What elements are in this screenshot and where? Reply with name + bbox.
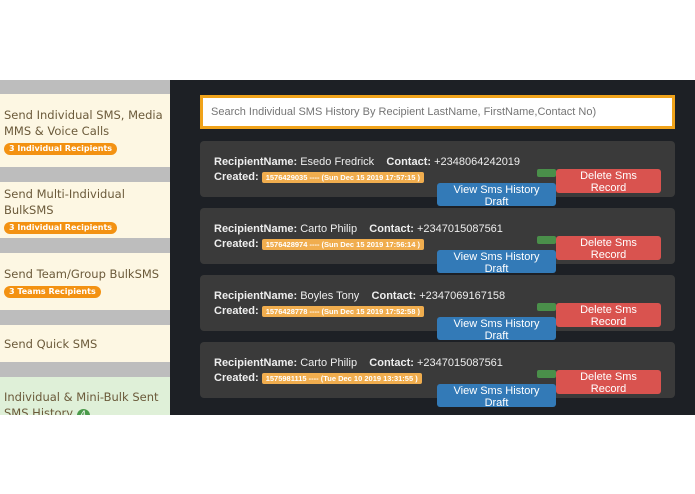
sidebar-item-label: Individual & Mini-Bulk Sent SMS History [4, 390, 159, 415]
recipient-line: RecipientName: Boyles Tony Contact: +234… [214, 290, 505, 302]
contact-label: Contact: [369, 223, 414, 235]
name-label: RecipientName: [214, 156, 298, 168]
created-line: Created: 1575981115 ---- (Tue Dec 10 201… [214, 372, 422, 384]
sidebar-item-label: Send Individual SMS, Media MMS & Voice C… [4, 107, 163, 138]
name-label: RecipientName: [214, 357, 298, 369]
sidebar-item-label: Send Team/Group BulkSMS [4, 266, 160, 281]
recipient-name: Boyles Tony [300, 290, 360, 302]
view-sms-history-draft-button[interactable]: View Sms History Draft [437, 384, 556, 409]
created-line: Created: 1576429035 ---- (Sun Dec 15 201… [214, 171, 424, 183]
contact-number: +2347015087561 [416, 223, 503, 235]
name-label: RecipientName: [214, 290, 298, 302]
sidebar-item-quick-sms[interactable]: Send Quick SMS [0, 325, 170, 362]
recipients-badge: 3 Teams Recipients [4, 285, 101, 298]
contact-label: Contact: [386, 156, 432, 168]
status-indicator [537, 303, 556, 311]
created-timestamp: 1576428974 ---- (Sun Dec 15 2019 17:56:1… [261, 238, 424, 250]
recipient-name: Carto Philip [300, 357, 358, 369]
status-indicator [537, 169, 556, 177]
created-line: Created: 1576428974 ---- (Sun Dec 15 201… [214, 238, 424, 250]
history-panel: RecipientName: Esedo Fredrick Contact: +… [170, 80, 695, 415]
created-timestamp: 1576429035 ---- (Sun Dec 15 2019 17:57:1… [261, 171, 424, 183]
status-indicator [537, 236, 556, 244]
sms-record-card: RecipientName: Boyles Tony Contact: +234… [200, 275, 675, 342]
sms-record-card: RecipientName: Carto Philip Contact: +23… [200, 208, 675, 275]
view-sms-history-draft-button[interactable]: View Sms History Draft [437, 250, 556, 275]
created-label: Created: [214, 238, 259, 250]
sms-record-card: RecipientName: Esedo Fredrick Contact: +… [200, 141, 675, 208]
recipients-badge: 3 Individual Recipients [4, 222, 118, 234]
recipient-name: Carto Philip [300, 223, 358, 235]
search-input[interactable] [200, 95, 675, 129]
recipient-line: RecipientName: Carto Philip Contact: +23… [214, 357, 503, 369]
view-sms-history-draft-button[interactable]: View Sms History Draft [437, 317, 556, 342]
recipients-badge: 3 Individual Recipients [4, 142, 118, 155]
sidebar-item-team-bulk[interactable]: Send Team/Group BulkSMS 3 Teams Recipient… [0, 253, 170, 310]
delete-sms-record-button[interactable]: Delete Sms Record [556, 370, 661, 395]
contact-label: Contact: [371, 290, 417, 302]
created-label: Created: [214, 372, 259, 384]
recipient-name: Esedo Fredrick [300, 156, 375, 168]
sidebar-item-sms-history[interactable]: Individual & Mini-Bulk Sent SMS History … [0, 377, 170, 415]
delete-sms-record-button[interactable]: Delete Sms Record [556, 169, 661, 194]
sidebar-item-label: Send Quick SMS [4, 336, 98, 351]
created-label: Created: [214, 171, 259, 183]
recipient-line: RecipientName: Carto Philip Contact: +23… [214, 223, 503, 235]
recipient-line: RecipientName: Esedo Fredrick Contact: +… [214, 156, 520, 168]
created-line: Created: 1576428778 ---- (Sun Dec 15 201… [214, 305, 424, 317]
sidebar: Send Individual SMS, Media MMS & Voice C… [0, 80, 170, 415]
status-indicator [537, 370, 556, 378]
contact-label: Contact: [369, 357, 414, 369]
created-timestamp: 1576428778 ---- (Sun Dec 15 2019 17:52:5… [261, 305, 424, 317]
sidebar-item-label: Send Multi-Individual BulkSMS [4, 187, 125, 217]
created-timestamp: 1575981115 ---- (Tue Dec 10 2019 13:31:5… [261, 372, 422, 384]
sidebar-item-multi-individual[interactable]: Send Multi-Individual BulkSMS 3 Individu… [0, 182, 170, 238]
created-label: Created: [214, 305, 259, 317]
contact-number: +2347069167158 [419, 290, 506, 302]
delete-sms-record-button[interactable]: Delete Sms Record [556, 303, 661, 328]
view-sms-history-draft-button[interactable]: View Sms History Draft [437, 183, 556, 208]
sms-record-card: RecipientName: Carto Philip Contact: +23… [200, 342, 675, 409]
contact-number: +2348064242019 [434, 156, 521, 168]
sidebar-item-send-individual[interactable]: Send Individual SMS, Media MMS & Voice C… [0, 94, 170, 167]
delete-sms-record-button[interactable]: Delete Sms Record [556, 236, 661, 261]
contact-number: +2347015087561 [416, 357, 503, 369]
count-badge: 4 [76, 409, 90, 415]
name-label: RecipientName: [214, 223, 298, 235]
